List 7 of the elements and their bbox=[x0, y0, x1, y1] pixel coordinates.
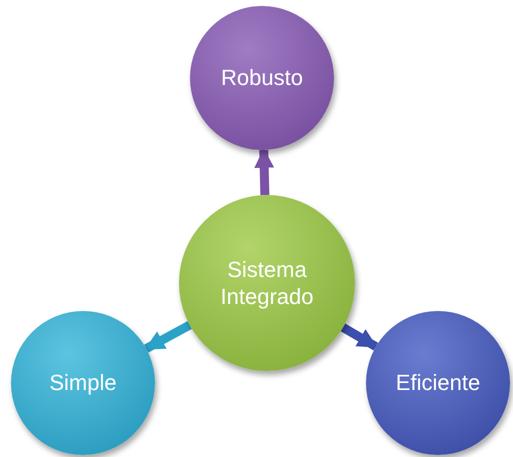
block-arrow bbox=[340, 324, 378, 351]
block-arrow bbox=[254, 148, 274, 196]
node-label: Simple bbox=[48, 369, 118, 397]
node-label: Robusto bbox=[220, 64, 304, 92]
node-label: Eficiente bbox=[394, 369, 482, 397]
node-label: Sistema Integrado bbox=[220, 256, 314, 310]
block-arrow bbox=[144, 321, 192, 353]
